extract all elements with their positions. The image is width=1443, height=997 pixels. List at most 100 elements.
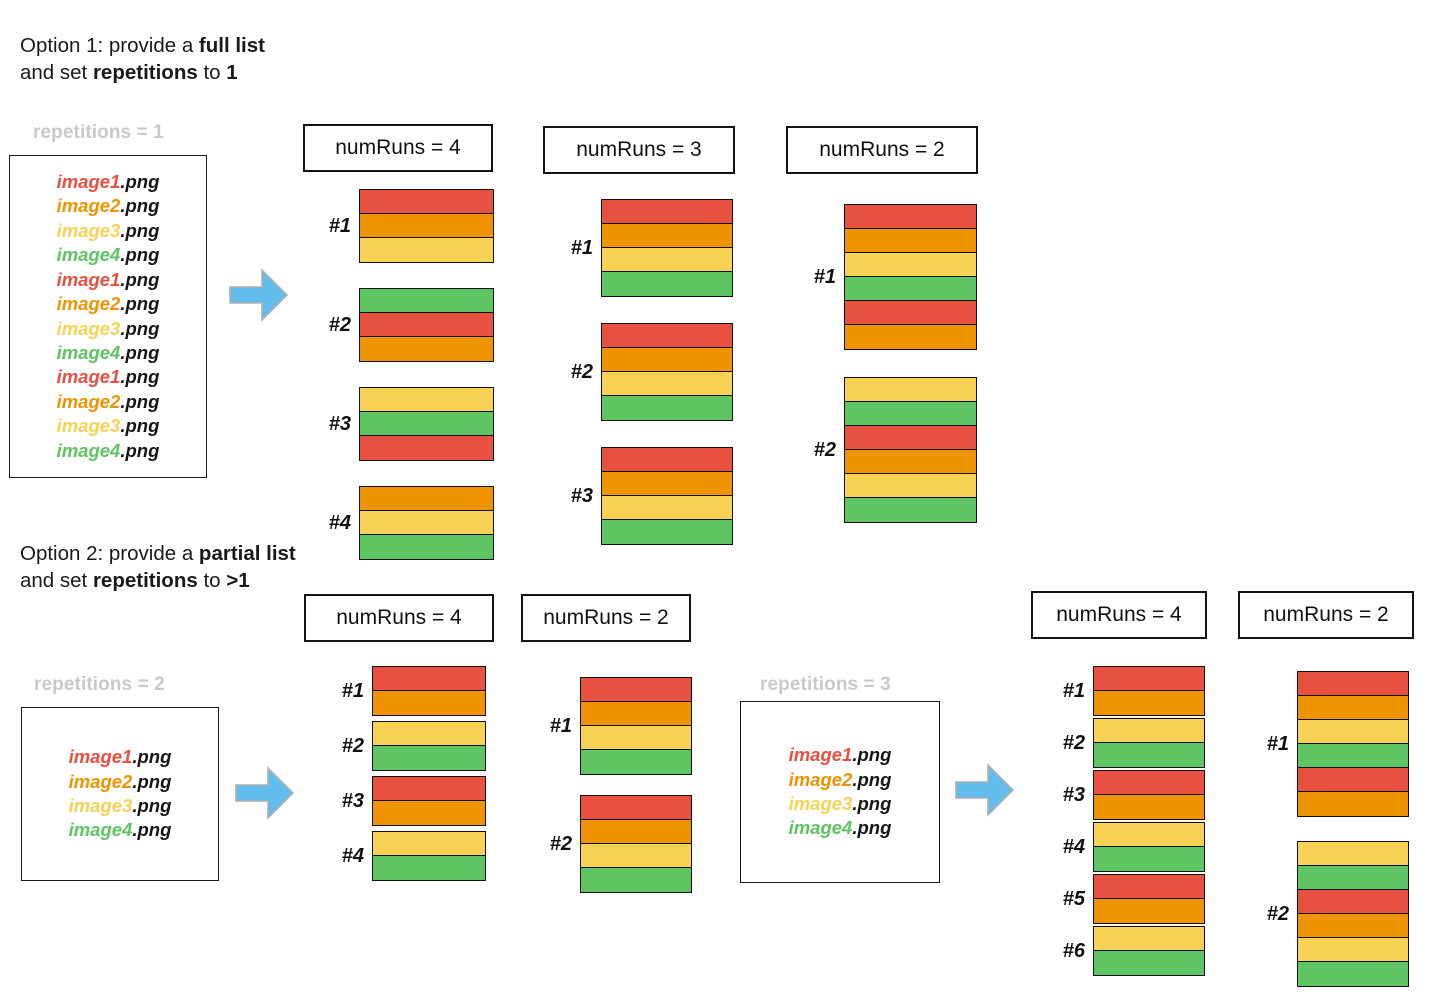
image-list-item: image3.png xyxy=(57,317,160,341)
run-index-label: #3 xyxy=(1062,783,1085,806)
image-name: image1 xyxy=(788,744,853,766)
image-name: image3 xyxy=(788,793,853,814)
run-row: #1 xyxy=(788,204,977,350)
run-bar-green xyxy=(373,856,485,880)
run-row: #3 xyxy=(1043,770,1205,820)
run-index-label: #4 xyxy=(328,511,351,534)
run-row: #5 xyxy=(1043,874,1205,924)
image-list-item: image1.png xyxy=(57,170,160,194)
numruns-box-2b-2: numRuns = 2 xyxy=(1238,591,1414,639)
run-bar-green xyxy=(581,868,691,892)
run-bar-green xyxy=(602,396,732,420)
run-stack xyxy=(359,288,494,362)
run-stack xyxy=(580,795,692,893)
image-extension: .png xyxy=(120,317,160,339)
image-extension: .png xyxy=(852,744,892,766)
run-row: #3 xyxy=(322,776,486,826)
run-index-label: #3 xyxy=(328,412,351,435)
run-bar-green xyxy=(845,277,976,301)
run-bar-green xyxy=(845,402,976,426)
run-row: #3 xyxy=(303,387,494,461)
run-bar-green xyxy=(581,750,691,774)
run-row: #3 xyxy=(545,447,733,545)
run-bar-green xyxy=(1298,866,1408,890)
run-row: #6 xyxy=(1043,926,1205,976)
flow-arrow-3 xyxy=(955,763,1015,817)
image-name: image1 xyxy=(56,366,121,388)
image-list-item: image4.png xyxy=(789,816,892,840)
run-bar-green xyxy=(602,272,732,296)
image-list-item: image1.png xyxy=(789,743,892,767)
run-index-label: #1 xyxy=(328,214,351,237)
run-bar-red xyxy=(1298,672,1408,696)
run-stack xyxy=(580,677,692,775)
image-extension: .png xyxy=(132,770,172,792)
run-bar-orange xyxy=(845,325,976,349)
run-bar-yellow xyxy=(1094,823,1204,847)
run-bar-red xyxy=(1094,667,1204,691)
run-index-label: #2 xyxy=(341,734,364,757)
run-index-label: #1 xyxy=(549,714,572,737)
stack-group-1-3: #1 #2 #3 xyxy=(545,199,745,545)
run-row: #2 xyxy=(322,721,486,771)
run-bar-red xyxy=(360,436,493,460)
run-stack xyxy=(1297,671,1409,817)
image-name: image4 xyxy=(788,817,853,839)
run-bar-red xyxy=(845,301,976,325)
run-bar-yellow xyxy=(1298,842,1408,866)
run-bar-red xyxy=(1094,875,1204,899)
run-row: #2 xyxy=(303,288,494,362)
image-list-item: image3.png xyxy=(57,414,160,438)
image-name: image3 xyxy=(56,415,121,437)
image-list-item: image3.png xyxy=(789,792,892,816)
run-bar-yellow xyxy=(581,844,691,868)
image-list-item: image4.png xyxy=(57,341,160,365)
run-row: #1 xyxy=(545,199,733,297)
numruns-box-2b-4: numRuns = 4 xyxy=(1031,591,1207,639)
run-bar-orange xyxy=(1298,914,1408,938)
run-row: #1 xyxy=(303,189,494,263)
run-stack xyxy=(1093,666,1205,716)
run-bar-orange xyxy=(373,801,485,825)
run-index-label: #2 xyxy=(1266,902,1289,925)
run-bar-red xyxy=(360,190,493,214)
run-bar-green xyxy=(1094,847,1204,871)
run-index-label: #5 xyxy=(1062,887,1085,910)
run-bar-yellow xyxy=(602,248,732,272)
run-index-label: #3 xyxy=(341,789,364,812)
run-bar-orange xyxy=(1094,691,1204,715)
run-stack xyxy=(372,776,486,826)
image-name: image1 xyxy=(56,171,121,193)
run-stack xyxy=(1093,874,1205,924)
numruns-box-2a-2: numRuns = 2 xyxy=(521,594,691,642)
image-extension: .png xyxy=(120,219,160,241)
run-bar-orange xyxy=(1094,899,1204,923)
image-name: image2 xyxy=(56,390,121,412)
run-row: #1 xyxy=(1043,666,1205,716)
run-bar-yellow xyxy=(845,378,976,402)
run-stack xyxy=(372,831,486,881)
image-name: image2 xyxy=(68,770,133,792)
image-list-item: image4.png xyxy=(69,818,172,842)
image-name: image3 xyxy=(56,317,121,339)
run-row: #2 xyxy=(530,795,692,893)
run-bar-green xyxy=(360,412,493,436)
image-list-item: image3.png xyxy=(57,219,160,243)
stack-group-1-4: #1 #2 #3 #4 xyxy=(303,189,503,560)
run-bar-green xyxy=(602,520,732,544)
image-list-item: image2.png xyxy=(57,390,160,414)
image-name: image4 xyxy=(56,244,121,266)
run-row: #2 xyxy=(545,323,733,421)
run-index-label: #2 xyxy=(813,438,836,461)
image-extension: .png xyxy=(132,795,172,816)
image-name: image2 xyxy=(788,768,853,790)
stack-group-2b-4: #1#2#3#4#5#6 xyxy=(1043,666,1233,987)
run-stack xyxy=(359,486,494,560)
run-bar-orange xyxy=(360,214,493,238)
run-bar-green xyxy=(845,498,976,522)
run-bar-green xyxy=(360,289,493,313)
run-bar-yellow xyxy=(360,388,493,412)
